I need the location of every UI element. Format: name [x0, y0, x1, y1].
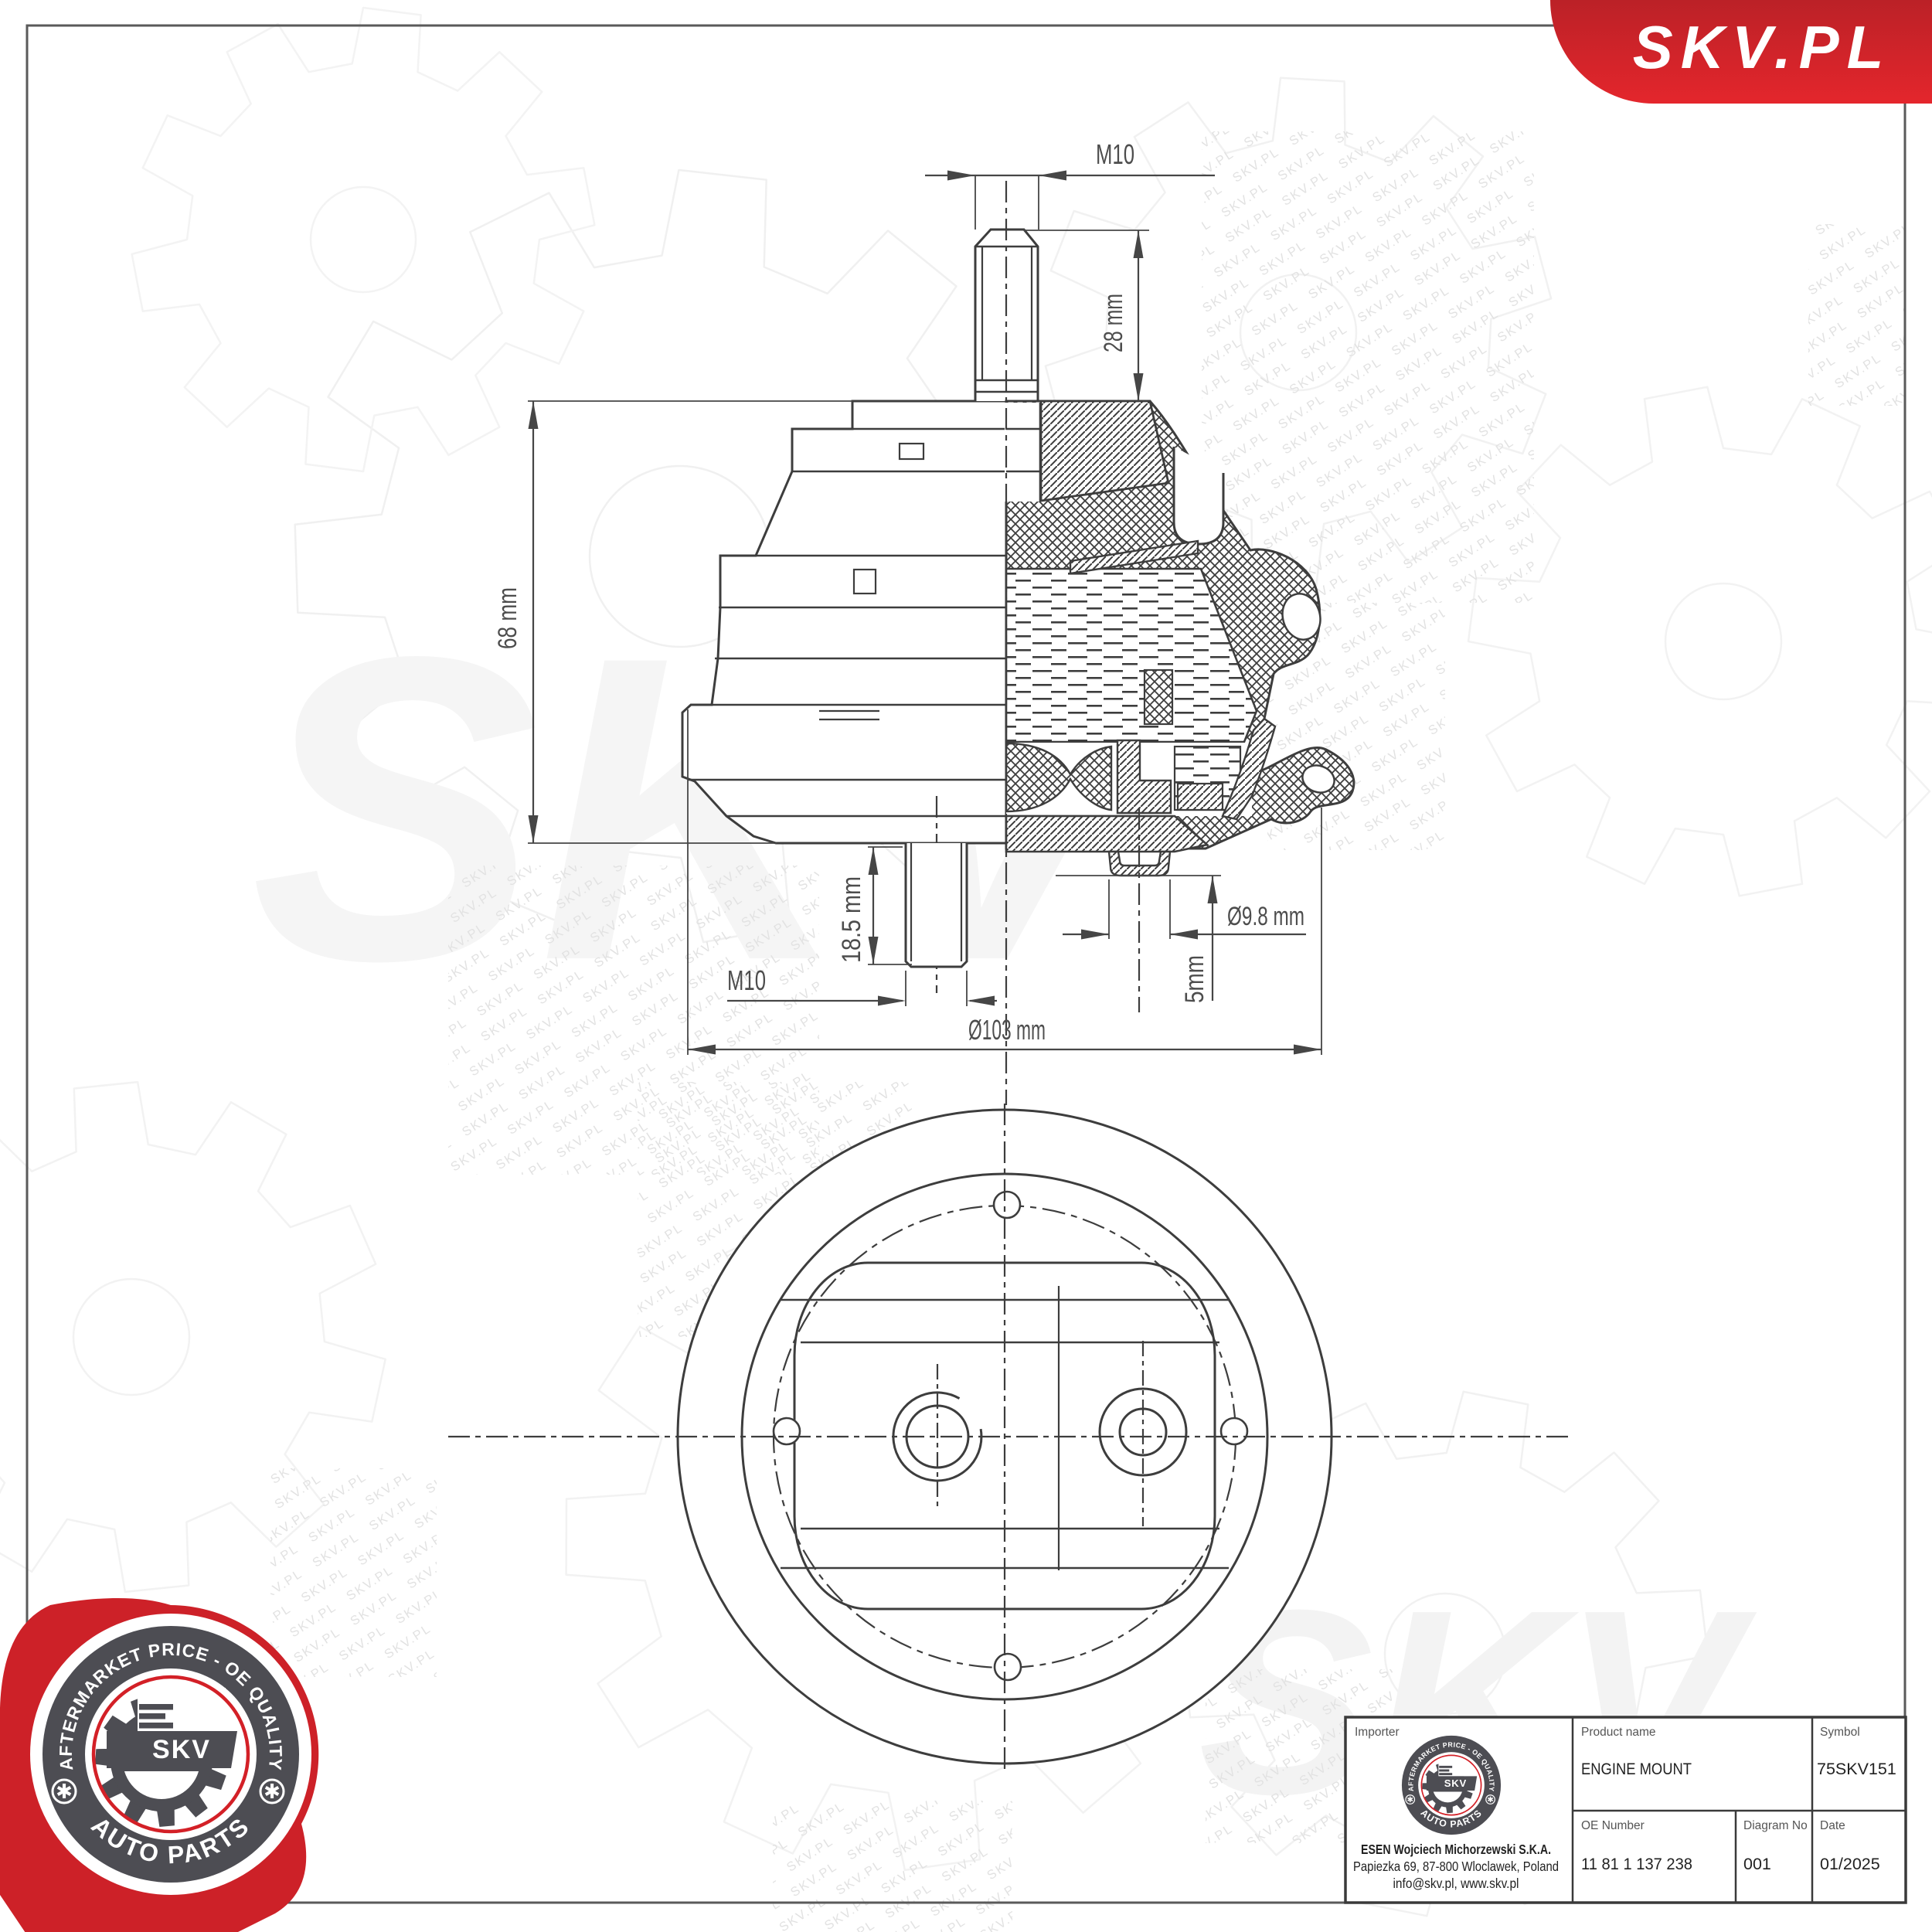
svg-text:✱: ✱ — [264, 1780, 281, 1803]
svg-text:SKV.PL: SKV.PL — [1633, 13, 1892, 81]
svg-text:M10: M10 — [1096, 138, 1134, 170]
svg-text:SKV: SKV — [152, 1735, 211, 1764]
svg-text:info@skv.pl, www.skv.pl: info@skv.pl, www.skv.pl — [1393, 1876, 1519, 1891]
svg-text:28 mm: 28 mm — [1099, 294, 1128, 352]
svg-text:01/2025: 01/2025 — [1820, 1855, 1880, 1873]
svg-text:ENGINE MOUNT: ENGINE MOUNT — [1581, 1760, 1692, 1778]
svg-text:ESEN Wojciech Michorzewski S.K: ESEN Wojciech Michorzewski S.K.A. — [1361, 1842, 1551, 1857]
svg-text:✱: ✱ — [56, 1780, 73, 1803]
svg-text:Product name: Product name — [1581, 1726, 1656, 1739]
svg-text:11 81 1 137 238: 11 81 1 137 238 — [1581, 1855, 1692, 1873]
svg-text:M10: M10 — [727, 964, 766, 996]
svg-text:OE Number: OE Number — [1581, 1819, 1645, 1832]
svg-text:Ø103 mm: Ø103 mm — [968, 1014, 1046, 1046]
svg-text:Papiezka 69, 87-800 Wloclawek,: Papiezka 69, 87-800 Wloclawek, Poland — [1353, 1859, 1559, 1874]
svg-text:SKV: SKV — [1444, 1777, 1467, 1789]
svg-text:18.5 mm: 18.5 mm — [837, 876, 866, 963]
svg-text:✱: ✱ — [1407, 1796, 1413, 1804]
svg-text:✱: ✱ — [1487, 1796, 1493, 1804]
svg-text:001: 001 — [1743, 1855, 1771, 1873]
svg-text:68 mm: 68 mm — [493, 587, 522, 649]
svg-text:Importer: Importer — [1355, 1726, 1400, 1739]
svg-text:5mm: 5mm — [1180, 955, 1209, 1003]
svg-text:Symbol: Symbol — [1820, 1726, 1860, 1739]
svg-text:75SKV151: 75SKV151 — [1817, 1760, 1896, 1778]
svg-text:Ø9.8 mm: Ø9.8 mm — [1227, 902, 1304, 931]
svg-text:Date: Date — [1820, 1819, 1845, 1832]
svg-text:Diagram No: Diagram No — [1743, 1819, 1808, 1832]
